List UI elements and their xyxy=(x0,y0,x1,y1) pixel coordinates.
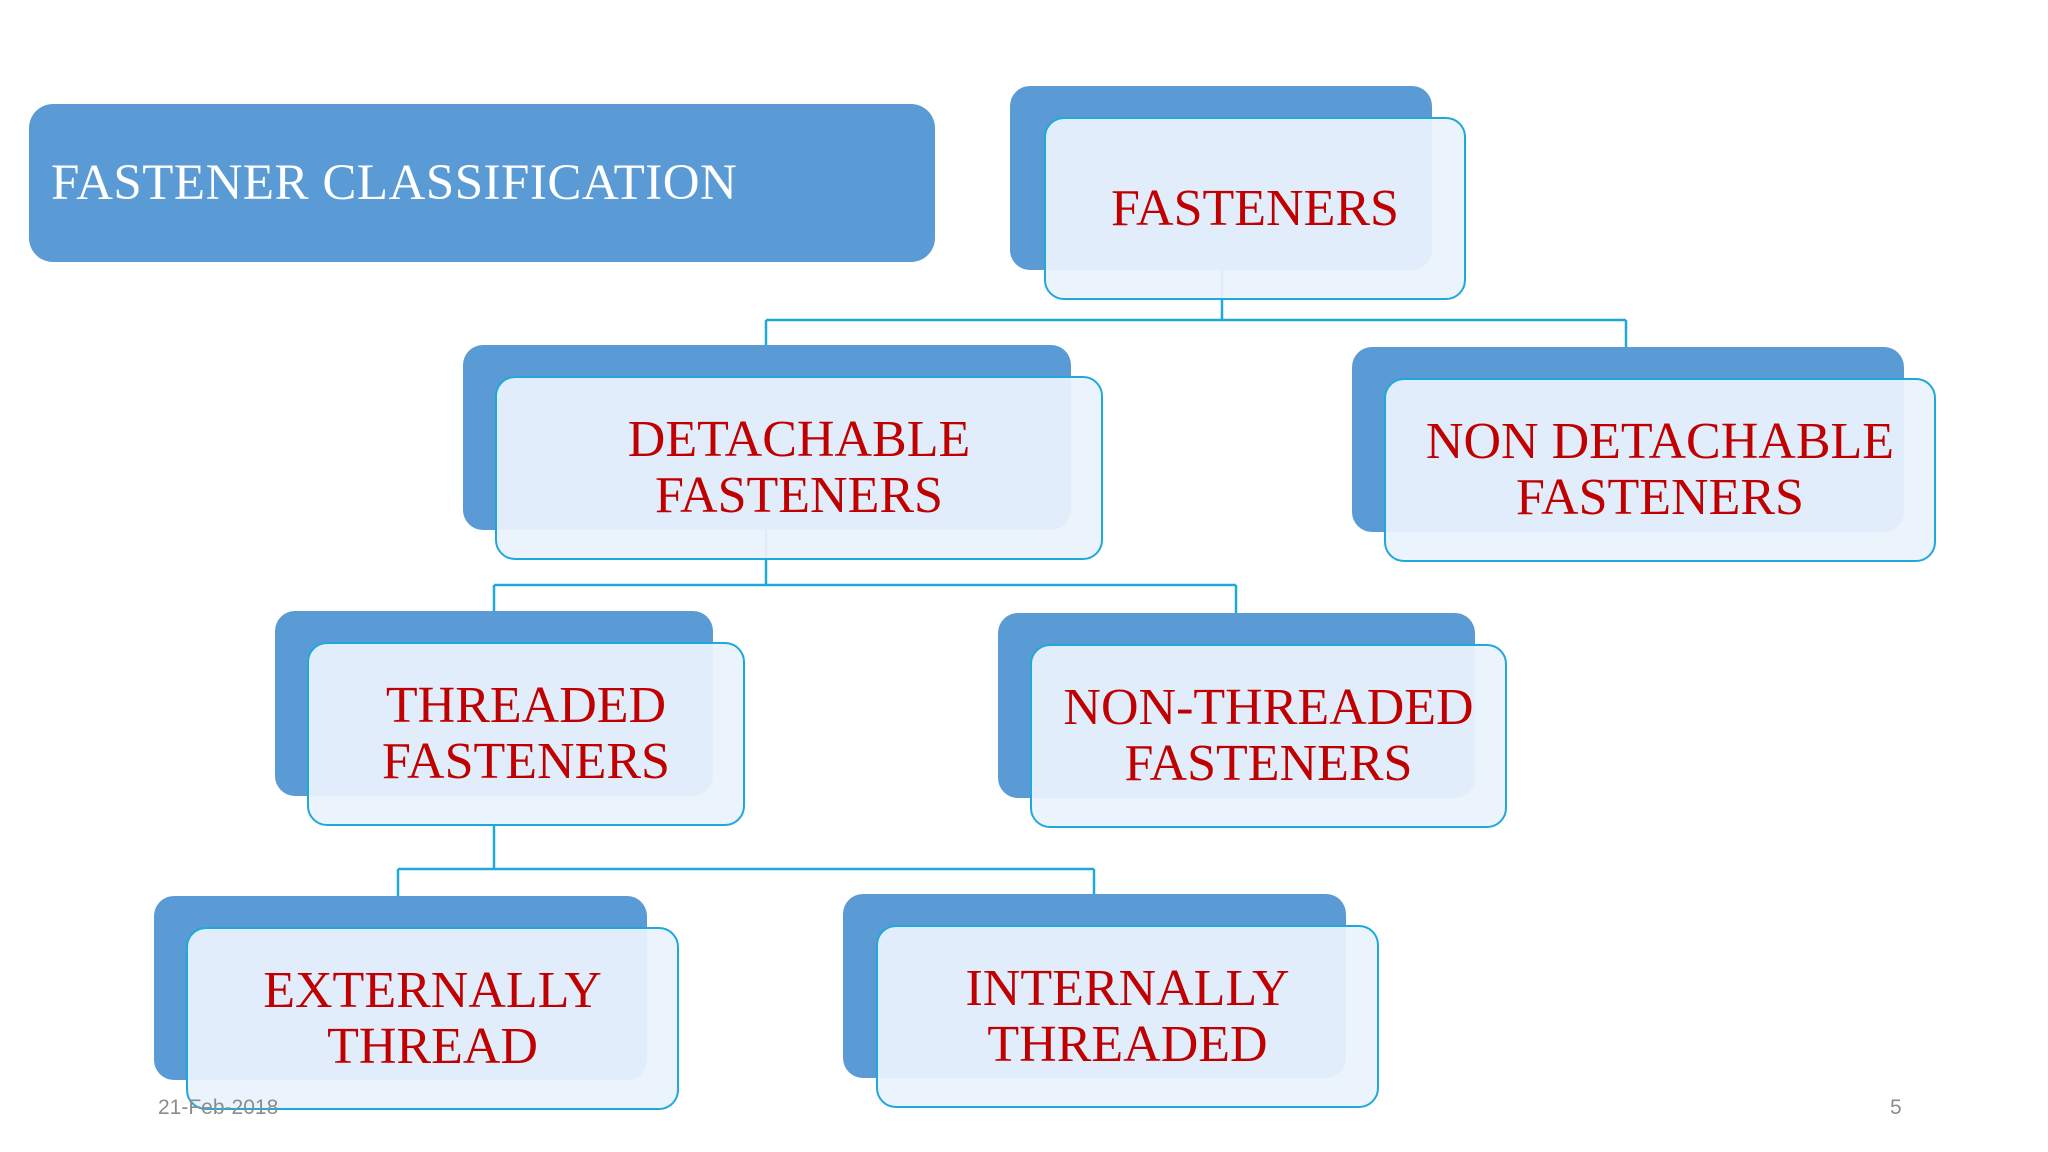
node-fasteners-box: FASTENERS xyxy=(1044,117,1466,300)
node-non-detachable-box: NON DETACHABLE FASTENERS xyxy=(1384,378,1936,562)
node-externally-label-2: THREAD xyxy=(327,1017,538,1075)
node-internally-box: INTERNALLY THREADED xyxy=(876,925,1379,1108)
node-externally-box: EXTERNALLY THREAD xyxy=(186,927,679,1110)
node-detachable-label-1: DETACHABLE xyxy=(627,411,971,468)
node-threaded-box: THREADED FASTENERS xyxy=(307,642,745,826)
node-fasteners-label-1: FASTENERS xyxy=(1111,179,1399,237)
node-internally-label-2: THREADED xyxy=(987,1015,1268,1073)
node-threaded-label-1: THREADED xyxy=(385,677,667,734)
node-detachable-box: DETACHABLE FASTENERS xyxy=(495,376,1103,560)
node-threaded-label-2: FASTENERS xyxy=(382,733,670,790)
node-non-detachable-label-1: NON DETACHABLE xyxy=(1425,413,1895,470)
connector-threaded-children xyxy=(396,825,1096,896)
node-externally-thread: EXTERNALLY THREAD xyxy=(154,896,679,1110)
footer-date: 21-Feb-2018 xyxy=(158,1096,279,1119)
node-fasteners: FASTENERS xyxy=(1010,86,1466,300)
page-number: 5 xyxy=(1890,1096,1902,1119)
node-non-threaded-fasteners: NON-THREADED FASTENERS xyxy=(998,613,1507,828)
node-internally-label-1: INTERNALLY xyxy=(965,959,1290,1017)
node-detachable-fasteners: DETACHABLE FASTENERS xyxy=(463,345,1103,560)
node-detachable-label-2: FASTENERS xyxy=(655,467,943,524)
node-non-detachable-fasteners: NON DETACHABLE FASTENERS xyxy=(1352,347,1936,562)
node-non-detachable-label-2: FASTENERS xyxy=(1516,469,1804,526)
node-non-threaded-label-1: NON-THREADED xyxy=(1063,679,1474,736)
slide-title: FASTENER CLASSIFICATION xyxy=(29,104,935,262)
node-threaded-fasteners: THREADED FASTENERS xyxy=(275,611,745,826)
node-internally-threaded: INTERNALLY THREADED xyxy=(843,894,1379,1108)
node-non-threaded-box: NON-THREADED FASTENERS xyxy=(1030,644,1507,828)
node-externally-label-1: EXTERNALLY xyxy=(263,961,602,1019)
node-non-threaded-label-2: FASTENERS xyxy=(1124,735,1413,792)
